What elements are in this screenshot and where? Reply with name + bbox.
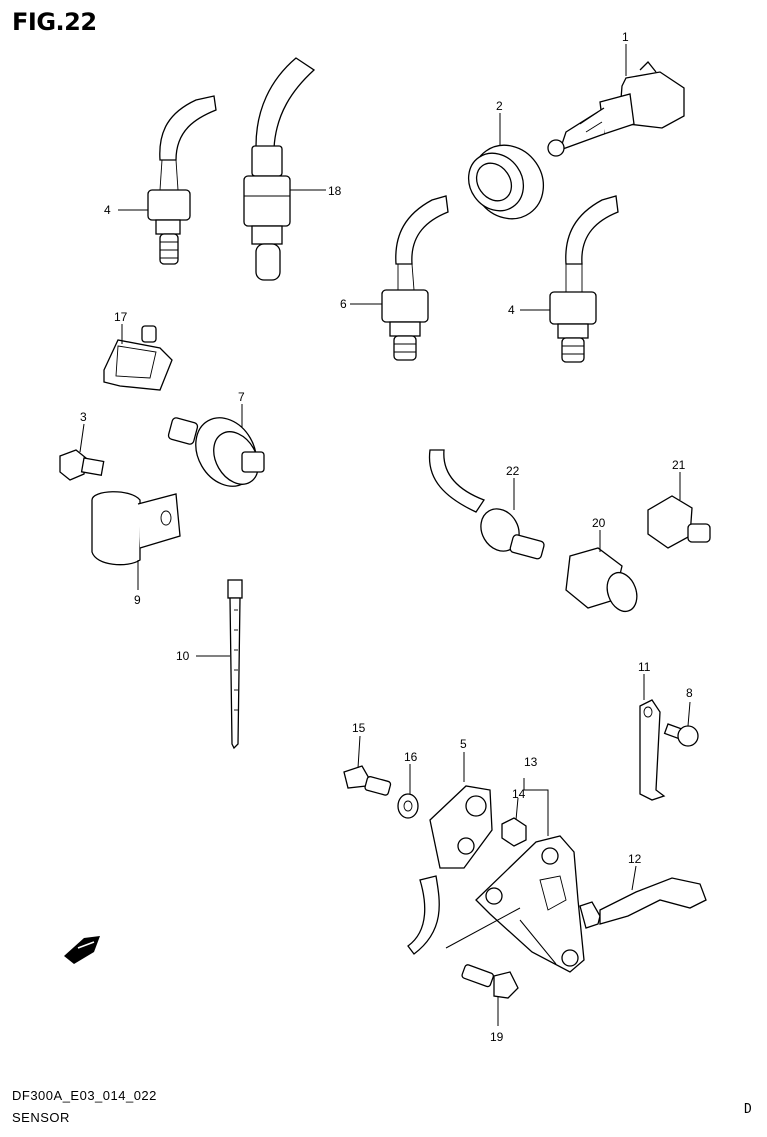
callout-10: 11 — [638, 660, 651, 674]
part-4-sensor-left — [147, 95, 217, 265]
part-5-sensor — [381, 195, 449, 361]
part-15-bolt — [343, 765, 392, 796]
part-20-plug — [565, 547, 638, 613]
part-10-bracket — [639, 699, 666, 801]
part-3-bolt — [59, 449, 105, 481]
part-9-clamp — [91, 491, 181, 566]
part-11-cable-tie — [227, 579, 243, 750]
callout-5: 6 — [340, 297, 347, 311]
callout-12: 12 — [628, 852, 642, 866]
callout-13: 13 — [524, 755, 538, 769]
part-1-sensor — [547, 61, 685, 157]
callout-3: 3 — [80, 410, 87, 424]
callout-4-right: 4 — [508, 303, 515, 317]
figure-title: FIG.22 — [12, 8, 97, 36]
callout-18: 18 — [328, 184, 342, 198]
part-19-clip — [103, 325, 173, 391]
part-8-screw — [663, 723, 699, 747]
part-16-washer — [397, 793, 419, 819]
callout-14: 14 — [512, 787, 526, 801]
part-18-sensor — [243, 57, 316, 281]
callout-17: 19 — [490, 1030, 504, 1044]
callout-4-left: 4 — [104, 203, 111, 217]
callout-7: 7 — [238, 390, 245, 404]
fwd-arrow-icon — [64, 936, 100, 964]
callout-15: 15 — [352, 721, 366, 735]
callout-22: 22 — [506, 464, 520, 478]
part-6-position-sensor — [407, 785, 493, 955]
part-2-grommet — [467, 144, 545, 220]
figure-code: DF300A_E03_014_022 — [12, 1088, 157, 1103]
part-12-link-rod — [579, 877, 707, 929]
callout-11: 10 — [176, 649, 190, 663]
part-21-sensor — [647, 495, 711, 549]
callout-16: 16 — [404, 750, 418, 764]
part-13-lever — [475, 835, 585, 973]
part-14-nut — [501, 817, 527, 847]
callout-21: 21 — [672, 458, 686, 472]
part-7-switch — [167, 417, 265, 487]
figure-name: SENSOR — [12, 1110, 70, 1125]
callout-8: 8 — [686, 686, 693, 700]
callout-2: 2 — [496, 99, 503, 113]
part-17-bolt — [461, 964, 519, 999]
part-22-sensor — [428, 449, 545, 560]
callout-19: 17 — [114, 310, 128, 324]
page-letter: D — [744, 1102, 752, 1117]
callout-1: 1 — [622, 30, 629, 44]
callout-6: 5 — [460, 737, 467, 751]
part-4-sensor-right — [549, 195, 619, 363]
callout-20: 20 — [592, 516, 606, 530]
callout-9: 9 — [134, 593, 141, 607]
